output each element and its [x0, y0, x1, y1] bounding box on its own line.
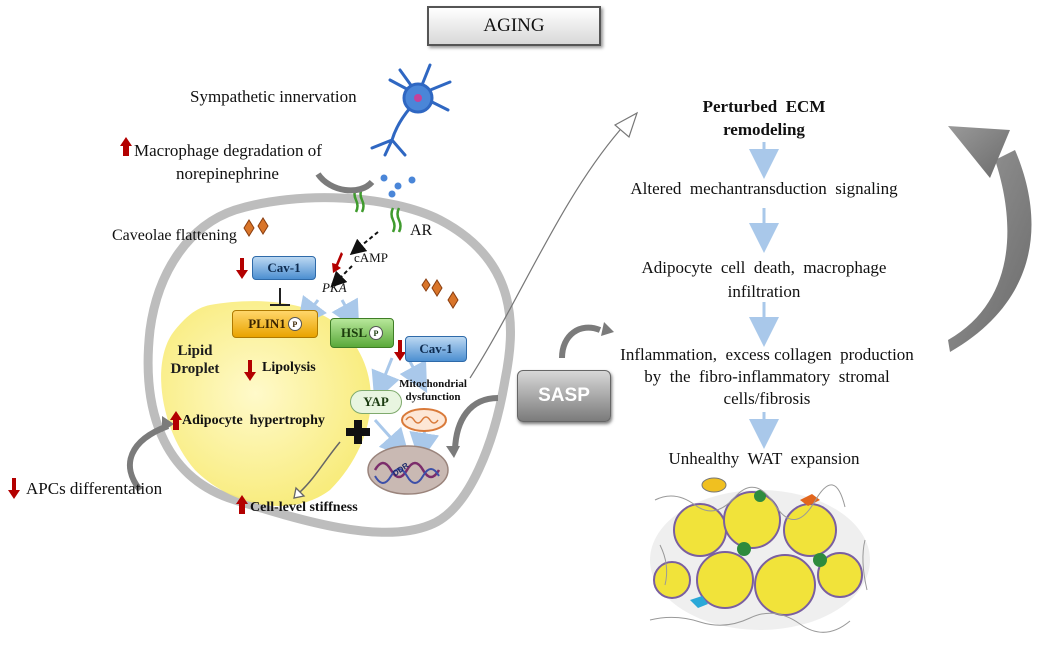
- macrophage-label-line2: norepinephrine: [176, 164, 279, 183]
- step-perturbed-ecm: Perturbed ECM remodeling: [664, 95, 864, 141]
- ar-to-camp-arrow: [349, 231, 379, 256]
- phospho-badge-hsl: P: [369, 326, 383, 340]
- hypertrophy-to-stiffness-arrow: [299, 441, 341, 493]
- gray-curved-arrows: [127, 172, 602, 492]
- norepinephrine-dots: [380, 174, 416, 198]
- step3-line1: Adipocyte cell death, macrophage: [641, 258, 887, 277]
- step3-line2: infiltration: [727, 282, 801, 301]
- plin1-box: PLIN1 P: [232, 310, 318, 338]
- lipolysis-label: Lipolysis: [262, 360, 316, 375]
- phospho-badge-plin1: P: [287, 317, 302, 331]
- lipid-label-line1: Lipid: [177, 343, 213, 359]
- hsl-label: HSL: [340, 325, 367, 340]
- neuron-icon: [370, 63, 452, 157]
- step4-line1: Inflammation, excess collagen production: [620, 345, 914, 364]
- sasp-label: SASP: [538, 385, 590, 406]
- lipid-droplet-shape: [161, 301, 371, 507]
- hsl-box: HSL P: [330, 318, 394, 348]
- lipid-label-line2: Droplet: [170, 361, 220, 377]
- aging-title-box: AGING: [427, 6, 601, 46]
- step1-line2: remodeling: [723, 120, 805, 139]
- inhibition-symbol: [270, 288, 290, 306]
- step-unhealthy-wat: Unhealthy WAT expansion: [668, 449, 860, 468]
- cell-level-stiffness-label: Cell-level stiffness: [250, 500, 358, 515]
- caveolae-flattening-label: Caveolae flattening: [112, 227, 237, 244]
- sympathetic-innervation-label: Sympathetic innervation: [190, 87, 357, 106]
- nucleus-icon: [367, 445, 449, 495]
- ar-label: AR: [410, 222, 433, 239]
- step4-line3: cells/fibrosis: [723, 389, 811, 408]
- step4-line2: by the fibro-inflammatory stromal: [644, 367, 890, 386]
- yap-box: YAP: [350, 390, 402, 414]
- apcs-differentation-label: APCs differentation: [26, 479, 163, 498]
- step-altered-mechanotransduction: Altered mechantransduction signaling: [630, 179, 898, 198]
- pka-label: PKA: [322, 280, 347, 295]
- mitochondrial-dysfunction-label: Mitochondrial dysfunction: [398, 378, 468, 404]
- wat-tissue-illustration: [649, 477, 870, 633]
- cell-to-ecm-arrow: [469, 129, 621, 379]
- red-regulation-arrows: [8, 137, 406, 514]
- intracellular-arrows: [297, 295, 440, 463]
- step1-line1: Perturbed ECM: [702, 97, 826, 116]
- camp-to-pka-arrow: [330, 265, 353, 288]
- yap-label: YAP: [363, 394, 389, 409]
- black-cross-icon: [346, 420, 370, 444]
- step-adipocyte-death: Adipocyte cell death, macrophage infiltr…: [614, 256, 914, 304]
- cav1-label-top: Cav-1: [267, 260, 301, 275]
- plin1-label: PLIN1: [248, 316, 286, 331]
- step-inflammation-fibrosis: Inflammation, excess collagen production…: [602, 344, 932, 410]
- cav1-label-lower: Cav-1: [419, 341, 453, 356]
- cav1-box-lower: Cav-1: [405, 336, 467, 362]
- macrophage-label-line1: Macrophage degradation of: [134, 141, 322, 160]
- caveolae-diamonds: [243, 217, 459, 309]
- lipid-droplet-label: Lipid Droplet: [160, 342, 230, 378]
- mito-label-line2: dysfunction: [405, 391, 461, 403]
- adipocyte-hypertrophy-label: Adipocyte hypertrophy: [182, 413, 325, 428]
- feedback-loop-arrow: [948, 150, 1032, 352]
- aging-title: AGING: [483, 15, 545, 36]
- mitochondrion-icon: [401, 408, 447, 432]
- sasp-box: SASP: [517, 370, 611, 422]
- mito-label-line1: Mitochondrial: [399, 378, 467, 390]
- camp-label: cAMP: [354, 250, 388, 265]
- cav1-box-top: Cav-1: [252, 256, 316, 280]
